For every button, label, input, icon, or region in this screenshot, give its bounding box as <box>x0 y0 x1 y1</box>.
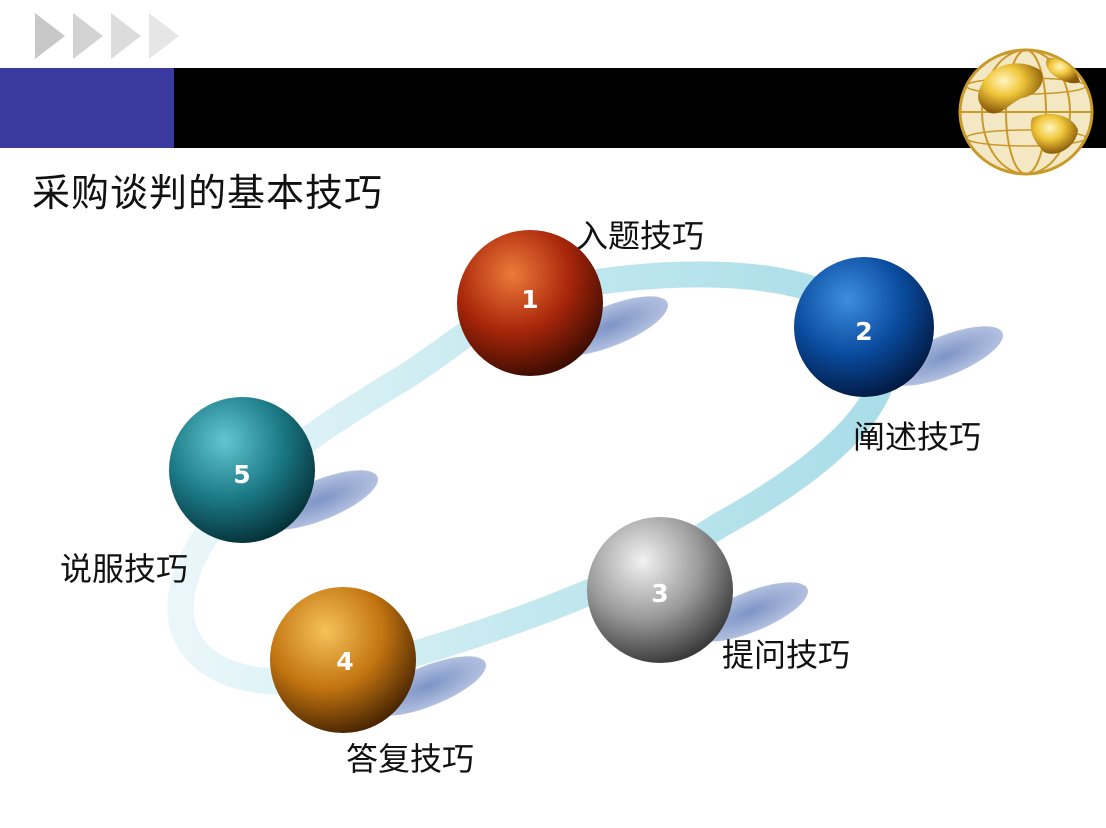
step-label-5: 说服技巧 <box>60 550 189 588</box>
step-label-1: 入题技巧 <box>576 217 705 255</box>
step-number: 1 <box>521 285 538 314</box>
step-node-3[interactable]: 3 <box>587 517 733 663</box>
header-accent-block <box>0 68 174 148</box>
step-node-4[interactable]: 4 <box>270 587 416 733</box>
page-title: 采购谈判的基本技巧 <box>32 171 384 215</box>
chevron-right-icon <box>35 13 65 59</box>
step-node-1[interactable]: 1 <box>457 230 603 376</box>
header-bar <box>0 68 1106 148</box>
step-label-2: 阐述技巧 <box>853 418 982 456</box>
chevron-right-icon <box>149 13 179 59</box>
step-label-3: 提问技巧 <box>722 636 851 674</box>
step-node-2[interactable]: 2 <box>794 257 934 397</box>
chevron-right-icon <box>111 13 141 59</box>
step-number: 3 <box>651 579 668 608</box>
chevron-decoration <box>35 13 179 59</box>
step-number: 4 <box>336 647 353 676</box>
globe-icon <box>958 48 1094 176</box>
step-node-5[interactable]: 5 <box>169 397 315 543</box>
step-number: 5 <box>233 460 250 489</box>
chevron-right-icon <box>73 13 103 59</box>
step-number: 2 <box>855 317 872 346</box>
step-label-4: 答复技巧 <box>346 740 475 778</box>
